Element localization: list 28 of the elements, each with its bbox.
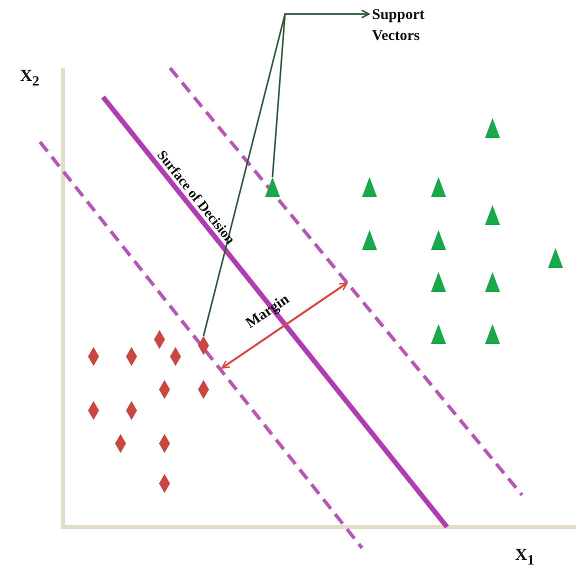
triangle-marker (362, 230, 377, 250)
triangle-marker (548, 248, 563, 268)
diamond-marker (126, 347, 137, 366)
triangle-marker (431, 324, 446, 344)
triangle-marker (485, 272, 500, 292)
diamond-marker (170, 347, 181, 366)
triangle-marker (362, 177, 377, 197)
diamond-marker (198, 336, 209, 355)
triangle-marker (485, 118, 500, 138)
triangle-marker (431, 230, 446, 250)
triangle-marker (431, 272, 446, 292)
diamond-marker (159, 380, 170, 399)
leader-line (202, 10, 370, 336)
axis-label: X$_{2}$ (20, 66, 40, 90)
callout-text: Support Vectors (372, 5, 454, 47)
axis-label: X$_{1}$ (515, 545, 534, 570)
diamond-marker (88, 401, 99, 420)
diamond-marker (126, 401, 137, 420)
diamond-marker (198, 380, 209, 399)
diamond-marker (159, 474, 170, 493)
triangle-marker (485, 205, 500, 225)
diamond-marker (115, 434, 126, 453)
triangle-marker (485, 324, 500, 344)
triangle-marker (265, 177, 280, 197)
triangle-marker (431, 177, 446, 197)
diamond-marker (88, 347, 99, 366)
diamond-marker (159, 434, 170, 453)
diamond-marker (154, 330, 165, 349)
